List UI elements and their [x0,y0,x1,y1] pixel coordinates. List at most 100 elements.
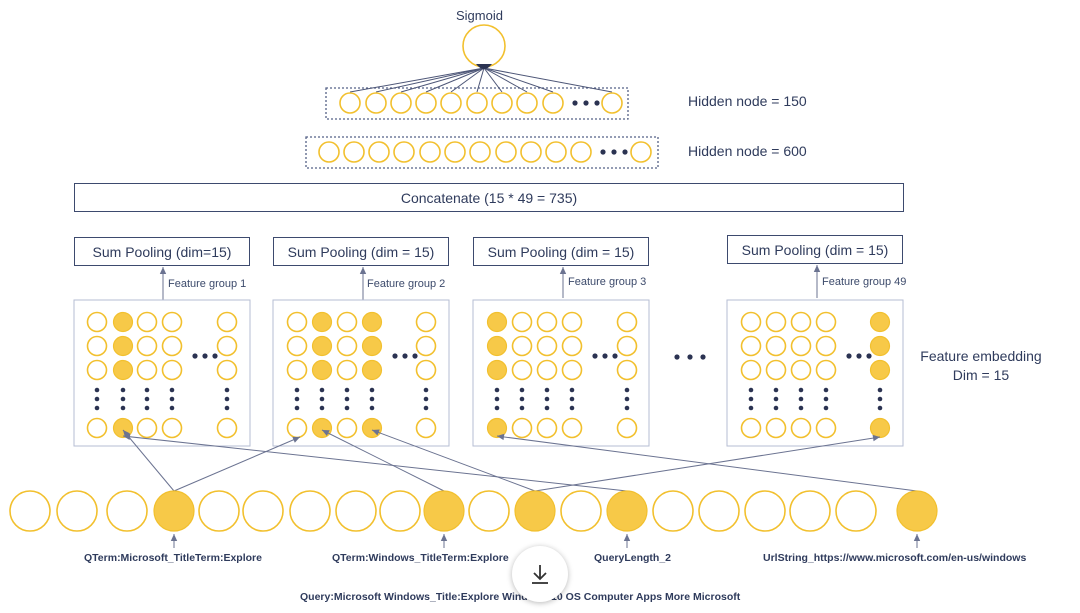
ellipsis-dot [624,396,630,402]
ellipsis-dot [773,387,779,393]
embedding-node [486,311,508,333]
feature-embedding-label: Feature embedding Dim = 15 [916,347,1046,385]
sum-pooling-box-2: Sum Pooling (dim = 15) [273,237,449,266]
embedding-node [86,311,108,333]
download-arrow-icon [532,565,548,584]
concatenate-box: Concatenate (15 * 49 = 735) [74,183,904,212]
sigmoid-connection [476,67,485,93]
ellipsis-dot [412,353,418,359]
embedding-node [286,417,308,439]
ellipsis-dot [823,387,829,393]
ellipsis-dot [202,353,208,359]
ellipsis-dot [866,353,872,359]
hidden-node-600 [393,141,415,163]
ellipsis-dot [592,353,598,359]
input-node [789,490,831,532]
output-node-label: Sigmoid [456,8,503,23]
embedding-node [536,417,558,439]
embedding-node [286,335,308,357]
embedding-node [616,359,638,381]
arrow-head [813,265,821,272]
embedding-node [216,311,238,333]
ellipsis-dot [144,405,150,411]
concatenate-label: Concatenate (15 * 49 = 735) [400,189,578,206]
ellipsis-dot [569,396,575,402]
feature-group-label-49: Feature group 49 [822,276,907,288]
ellipsis-dot [544,396,550,402]
hidden-node-600 [545,141,567,163]
hidden-layer-150-label: Hidden node = 150 [688,93,807,109]
ellipsis-dot [94,387,100,393]
ellipsis-dot [319,405,325,411]
ellipsis-dot [569,405,575,411]
ellipsis-dot [169,405,175,411]
embedding-node [869,311,891,333]
hidden-node-600 [520,141,542,163]
embedding-node [112,335,134,357]
hidden-node-150 [339,92,361,114]
input-node [606,490,648,532]
sigmoid-connection [425,67,485,93]
embedding-node [561,311,583,333]
hidden-node-600 [368,141,390,163]
ellipsis-dot [423,405,429,411]
embedding-node [740,417,762,439]
embedding-node [790,311,812,333]
ellipsis-dot [294,405,300,411]
ellipsis-dot [544,405,550,411]
embedding-node [561,359,583,381]
embedding-node [415,417,437,439]
sigmoid-connection [483,67,554,93]
input-connection [122,429,175,492]
ellipsis-dot [494,405,500,411]
hidden-node-150 [601,92,623,114]
ellipsis-dot [94,396,100,402]
ellipsis-dot [494,387,500,393]
ellipsis-dot [624,405,630,411]
embedding-node [361,359,383,381]
ellipsis-dot [519,396,525,402]
ellipsis-dot [519,405,525,411]
embedding-node [536,335,558,357]
embedding-node [765,335,787,357]
arrow-head [322,430,330,436]
ellipsis-dot [344,396,350,402]
sum-pooling-box-49: Sum Pooling (dim = 15) [727,235,903,264]
download-button[interactable] [512,546,568,602]
feature-embedding-panel [472,299,650,447]
embedding-node [86,359,108,381]
hidden-node-150 [390,92,412,114]
embedding-node [112,311,134,333]
input-node [514,490,556,532]
ellipsis-dot [823,405,829,411]
sigmoid-connection [483,67,613,93]
feature-embedding-panel [726,299,904,447]
input-node [744,490,786,532]
input-label-microsoft-explore: QTerm:Microsoft_TitleTerm:Explore [84,552,262,564]
ellipsis-dot [823,396,829,402]
embedding-node [161,311,183,333]
embedding-node [415,359,437,381]
sigmoid-node [462,24,506,68]
ellipsis-dot [583,100,589,106]
embedding-node [161,335,183,357]
hidden-node-150 [542,92,564,114]
input-node [468,490,510,532]
sigmoid-connection [375,67,485,93]
ellipsis-dot [773,405,779,411]
embedding-node [869,335,891,357]
sum-pooling-label-49: Sum Pooling (dim = 15) [741,241,889,258]
ellipsis-dot [94,405,100,411]
embedding-node [161,359,183,381]
embedding-node [311,311,333,333]
ellipsis-dot [344,387,350,393]
input-node [652,490,694,532]
embedding-node [286,359,308,381]
embedding-node [561,417,583,439]
sum-pooling-box-1: Sum Pooling (dim=15) [74,237,250,266]
feature-group-label-3: Feature group 3 [568,276,647,288]
ellipsis-dot [344,405,350,411]
input-node [379,490,421,532]
query-caption: Query:Microsoft Windows_Title:Explore Wi… [300,591,741,603]
